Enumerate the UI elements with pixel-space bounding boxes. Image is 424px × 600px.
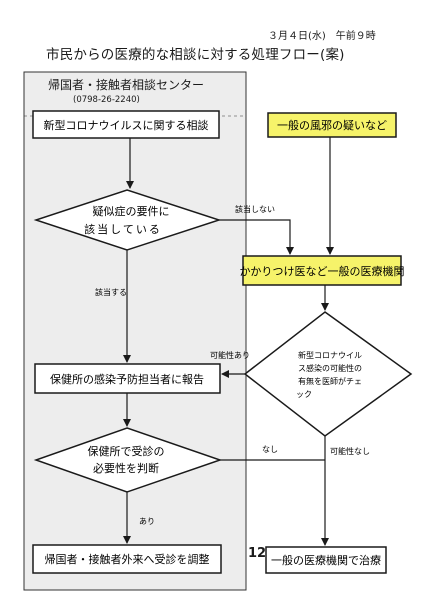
cold-suspect-box xyxy=(267,112,397,138)
family-doctor-label: かかりつけ医など一般の医療機関 xyxy=(239,264,404,278)
family-doctor-box xyxy=(242,255,402,286)
consult-center-phone: (0798-26-2240) xyxy=(73,95,140,105)
doctor-check-label-3: 有無を医師がチェ xyxy=(298,376,362,386)
general-treatment-box xyxy=(265,546,387,574)
consult-center-region xyxy=(23,71,247,591)
edge-label-no-possibility: 可能性なし xyxy=(330,446,370,456)
page-title: 市民からの医療的な相談に対する処理フロー(案) xyxy=(46,47,345,63)
health-center-report-label: 保健所の感染予防担当者に報告 xyxy=(50,372,204,386)
doctor-check-diamond xyxy=(243,311,413,437)
corona-consult-box xyxy=(32,110,220,139)
suspect-criteria-label-1: 疑似症の要件に xyxy=(93,204,170,218)
outpatient-label: 帰国者・接触者外来へ受診を調整 xyxy=(45,552,210,566)
date-stamp: ３月４日(水) 午前９時 xyxy=(268,31,376,42)
cold-suspect-label: 一般の風邪の疑いなど xyxy=(277,119,387,132)
edge-label-none: なし xyxy=(262,445,278,454)
edge-label-possible: 可能性あり xyxy=(210,350,250,360)
necessity-label-1: 保健所で受診の xyxy=(88,444,165,458)
suspect-criteria-label-2: 該当している xyxy=(84,222,162,236)
consult-center-name: 帰国者・接触者相談センター xyxy=(48,78,205,92)
doctor-check-label-2: ス感染の可能性の xyxy=(298,363,362,373)
corona-consult-label: 新型コロナウイルスに関する相談 xyxy=(44,118,209,132)
edge-label-not-applicable: 該当しない xyxy=(235,204,275,214)
edge-label-applicable: 該当する xyxy=(95,287,127,297)
arrow-criteria-no xyxy=(219,219,294,255)
edge-label-yes: あり xyxy=(139,517,155,526)
page-number: 12 xyxy=(248,546,267,561)
doctor-check-label-4: ック xyxy=(296,390,312,399)
doctor-check-label-1: 新型コロナウイル xyxy=(298,350,362,360)
necessity-label-2: 必要性を判断 xyxy=(93,461,159,475)
general-treatment-label: 一般の医療機関で治療 xyxy=(271,553,381,567)
outpatient-box xyxy=(32,544,222,574)
